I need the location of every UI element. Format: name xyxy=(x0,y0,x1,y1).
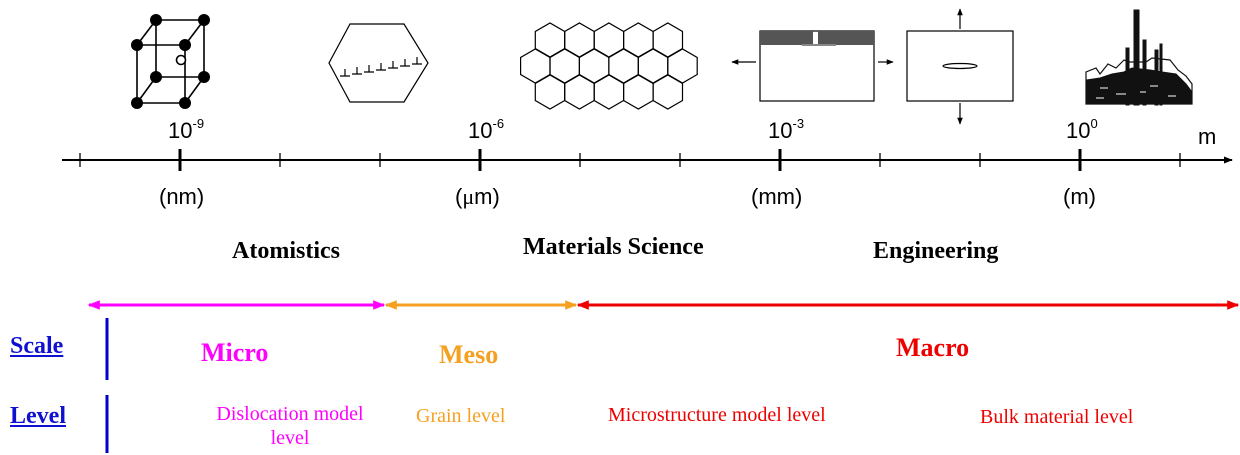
tick-name-mm: (mm) xyxy=(751,184,803,209)
tick-name-um: (μm) xyxy=(455,184,500,209)
dislocation-grain-icon xyxy=(328,23,429,103)
domain-engineering: Engineering xyxy=(873,238,999,264)
level-row-label: Level xyxy=(10,403,66,429)
scale-macro: Macro xyxy=(896,333,970,362)
tension-plate-icon xyxy=(906,8,1014,125)
tick-exponent-m: 100 xyxy=(1066,116,1098,143)
scale-meso: Meso xyxy=(439,340,499,369)
tick-exponent-um: 10-6 xyxy=(468,116,505,143)
level-grain: Grain level xyxy=(416,405,506,427)
industrial-plant-icon xyxy=(1085,9,1193,106)
level-microstructure-model: Microstructure model level xyxy=(608,404,826,426)
level-dislocation-model: Dislocation model level xyxy=(216,403,364,449)
scale-row-label: Scale xyxy=(10,333,64,359)
grain-structure-icon xyxy=(519,22,698,110)
axis-unit-label: m xyxy=(1198,124,1217,149)
tick-exponent-nm: 10-9 xyxy=(168,116,205,143)
tick-name-nm: (nm) xyxy=(159,184,205,209)
scale-micro: Micro xyxy=(201,338,269,367)
grain-cell xyxy=(652,74,684,110)
tick-name-m: (m) xyxy=(1063,184,1096,209)
domain-materials-science: Materials Science xyxy=(523,234,704,260)
cracked-specimen-icon xyxy=(731,30,894,102)
bcc-unit-cell-icon xyxy=(131,14,210,109)
length-axis xyxy=(62,149,1233,171)
tick-exponent-mm: 10-3 xyxy=(768,116,805,143)
domain-atomistics: Atomistics xyxy=(232,238,340,264)
level-bulk-material: Bulk material level xyxy=(980,406,1134,428)
